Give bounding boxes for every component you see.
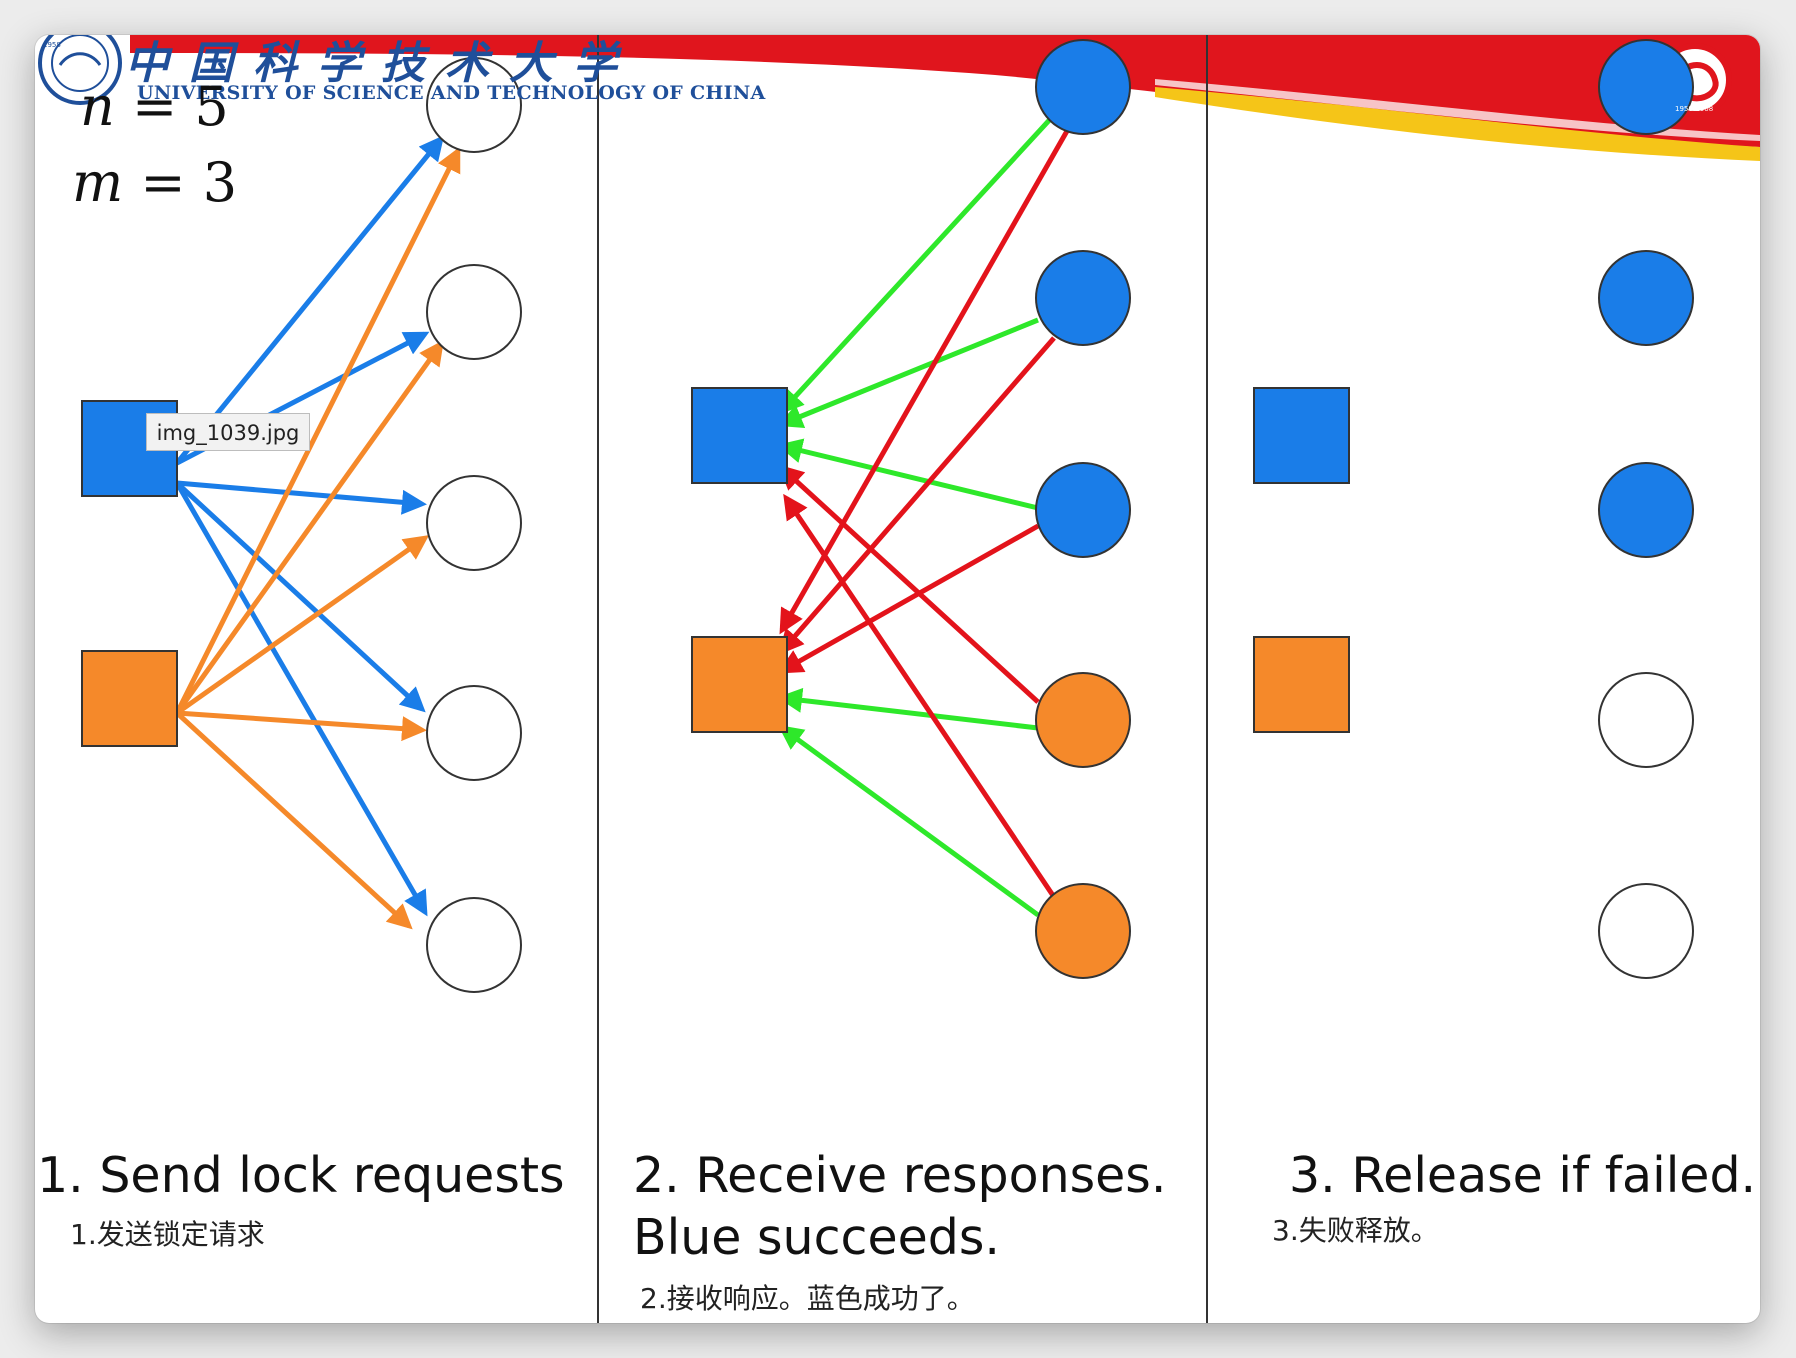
panel-2-arrows <box>777 113 1070 918</box>
param-n-value: = 5 <box>114 75 229 138</box>
panel-1-caption-zh: 1.发送锁定请求 <box>70 1218 265 1251</box>
lock-node-circle <box>426 264 522 360</box>
green-response-arrow <box>777 438 1039 511</box>
lock-node-circle <box>426 57 522 153</box>
blue-requester-square <box>691 387 788 484</box>
lock-node-circle <box>426 897 522 993</box>
green-response-arrow <box>778 113 1056 415</box>
node-locked-blue <box>1598 250 1694 346</box>
node-locked-orange <box>1035 883 1131 979</box>
orange-request-arrow <box>176 710 427 742</box>
orange-request-arrow <box>175 711 413 930</box>
university-name-en: UNIVERSITY OF SCIENCE AND TECHNOLOGY OF … <box>137 82 766 104</box>
panel-2-caption-line1: 2. Receive responses. <box>633 1147 1167 1204</box>
university-banner <box>130 35 1760 161</box>
image-viewer-window: 中国科学技术大学 UNIVERSITY OF SCIENCE AND TECHN… <box>35 35 1760 1323</box>
node-locked-blue <box>1035 39 1131 135</box>
param-n: n = 5 <box>80 75 229 138</box>
panel-2-caption-zh: 2.接收响应。蓝色成功了。 <box>640 1282 975 1315</box>
blue-request-arrow <box>175 481 426 713</box>
node-released-empty <box>1598 883 1694 979</box>
orange-requester-square <box>1253 636 1350 733</box>
param-m: m = 3 <box>72 151 237 214</box>
seal-year: 1958 <box>43 41 61 49</box>
lock-node-circle <box>426 475 522 571</box>
panel-3-caption: 3. Release if failed. <box>1289 1147 1757 1204</box>
orange-request-arrow <box>175 535 430 716</box>
anniversary-years: 1958-2008 <box>1675 105 1714 113</box>
param-m-var: m <box>72 151 124 214</box>
panel-1-arrows <box>174 135 461 930</box>
blue-request-arrow <box>176 480 427 515</box>
blue-request-arrow <box>175 135 445 465</box>
panel-3-caption-zh: 3.失败释放。 <box>1272 1214 1439 1247</box>
node-locked-blue <box>1598 462 1694 558</box>
red-response-arrow <box>778 464 1040 704</box>
node-released-empty <box>1598 672 1694 768</box>
green-response-arrow <box>777 317 1039 429</box>
university-seal-logo <box>38 35 122 105</box>
orange-requester-square <box>81 650 178 747</box>
orange-request-arrow <box>174 146 461 715</box>
red-response-arrow <box>779 129 1070 635</box>
university-name-zh: 中国科学技术大学 <box>125 38 637 89</box>
param-n-var: n <box>80 75 115 138</box>
panel-2-caption-line2: Blue succeeds. <box>633 1209 1000 1266</box>
panel-1-caption: 1. Send lock requests <box>37 1147 565 1204</box>
node-locked-blue <box>1035 250 1131 346</box>
node-locked-blue <box>1035 462 1131 558</box>
blue-requester-square <box>1253 387 1350 484</box>
orange-request-arrow <box>174 339 444 715</box>
green-response-arrow <box>777 687 1039 731</box>
blue-request-arrow <box>174 481 428 917</box>
lock-node-circle <box>426 685 522 781</box>
orange-requester-square <box>691 636 788 733</box>
param-m-value: = 3 <box>123 151 238 214</box>
slide-diagram <box>38 35 1760 1323</box>
node-locked-blue <box>1598 39 1694 135</box>
red-response-arrow <box>778 336 1056 655</box>
filename-tooltip: img_1039.jpg <box>146 413 310 451</box>
node-locked-orange <box>1035 672 1131 768</box>
red-response-arrow <box>777 523 1040 674</box>
green-response-arrow <box>777 725 1040 918</box>
red-response-arrow <box>783 493 1057 899</box>
